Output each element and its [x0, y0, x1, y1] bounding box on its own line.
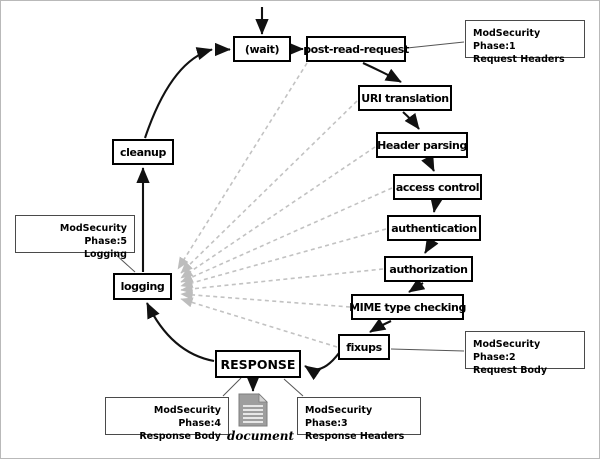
node-wait[interactable]: (wait) [233, 36, 291, 62]
annotation-modsecurity-phase-1: ModSecurity Phase:1 Request Headers [465, 20, 585, 65]
annotation-modsecurity-phase-3: ModSecurity Phase:3 Response Headers [297, 397, 421, 442]
phase4-line1: ModSecurity Phase:4 [153, 405, 221, 429]
leader-phase2 [390, 348, 465, 352]
edge-mime-to-fixups [369, 318, 392, 333]
annotation-modsecurity-phase-5: ModSecurity Phase:5 Logging [15, 215, 135, 260]
node-uri-translation[interactable]: URI translation [358, 85, 452, 111]
dashed-edge-uri-to-logging [180, 100, 358, 274]
edge-uri-to-header [402, 111, 420, 130]
document-page-icon [238, 393, 268, 427]
phase2-line2: Request Body [473, 365, 548, 376]
dashed-edge-authn-to-logging [180, 228, 387, 288]
dashed-edge-mime-to-logging [180, 289, 351, 308]
phase1-line1: ModSecurity Phase:1 [473, 28, 541, 52]
leader-phase3 [283, 378, 304, 397]
leader-phase1 [406, 41, 465, 49]
dashed-edge-header-to-logging [180, 146, 376, 279]
edge-authz-to-mime [408, 278, 426, 293]
edge-response-to-logging [146, 302, 215, 363]
edge-authn-to-authz [424, 236, 439, 254]
node-response[interactable]: RESPONSE [215, 350, 301, 378]
node-fixups[interactable]: fixups [338, 334, 390, 360]
node-access-control[interactable]: access control [393, 174, 482, 200]
edge-access-to-authn [430, 195, 444, 213]
node-cleanup[interactable]: cleanup [112, 139, 174, 165]
dashed-edge-authz-to-logging [180, 268, 384, 294]
phase5-line1: ModSecurity Phase:5 [59, 223, 127, 247]
node-authentication[interactable]: authentication [387, 215, 481, 241]
edge-cleanup-to-wait [144, 47, 213, 139]
document-label: document [227, 429, 295, 443]
node-mime-type-checking[interactable]: MIME type checking [349, 294, 466, 320]
phase2-line1: ModSecurity Phase:2 [473, 339, 541, 363]
node-post-read-request[interactable]: post-read-request [303, 36, 409, 62]
annotation-modsecurity-phase-4: ModSecurity Phase:4 Response Body [105, 397, 229, 442]
phase4-line2: Response Body [139, 431, 221, 442]
phase1-line2: Request Headers [473, 54, 565, 65]
edge-post-read-to-uri [362, 62, 402, 83]
phase3-line2: Response Headers [305, 431, 405, 442]
phase5-line2: Logging [83, 249, 127, 260]
annotation-modsecurity-phase-2: ModSecurity Phase:2 Request Body [465, 331, 585, 376]
dashed-edge-post-read-to-logging [177, 62, 308, 270]
node-logging[interactable]: logging [113, 273, 172, 300]
edge-fixups-to-response [304, 352, 340, 381]
node-header-parsing[interactable]: Header parsing [376, 132, 468, 158]
dashed-edge-fixups-to-logging [180, 297, 338, 348]
edge-header-to-access [421, 154, 435, 172]
node-authorization[interactable]: authorization [384, 256, 473, 282]
phase3-line1: ModSecurity Phase:3 [305, 405, 373, 429]
dashed-edge-access-to-logging [180, 187, 393, 283]
